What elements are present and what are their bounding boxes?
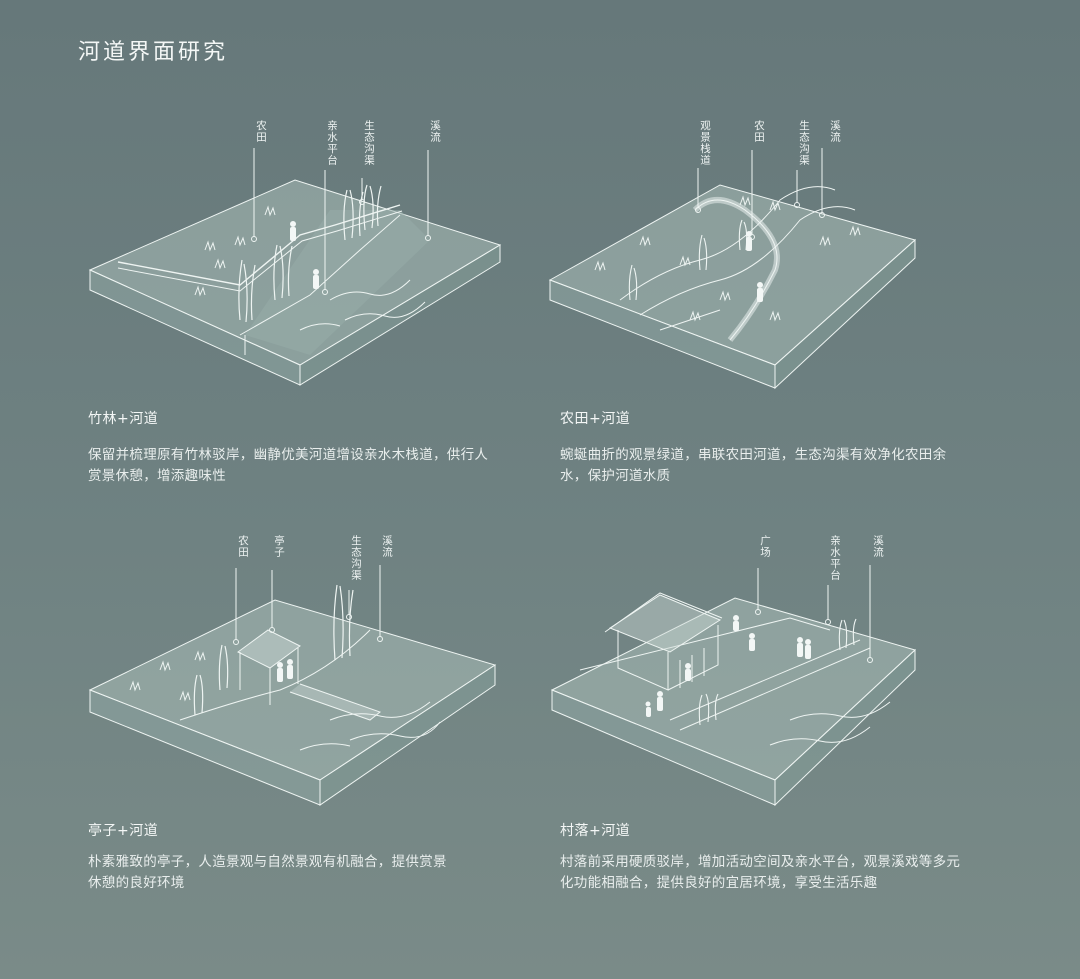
description-line: 休憩的良好环境 xyxy=(88,875,185,891)
description-line: 水，保护河道水质 xyxy=(560,468,671,484)
label-stream: 溪流 xyxy=(429,120,441,143)
label-pavilion: 亭子 xyxy=(273,535,285,558)
description-line: 化功能相融合，提供良好的宜居环境，享受生活乐趣 xyxy=(560,875,878,891)
panel-title: 竹林+河道 xyxy=(88,411,159,427)
description-line: 村落前采用硬质驳岸，增加活动空间及亲水平台，观景溪戏等多元 xyxy=(560,854,961,870)
description-line: 保留并梳理原有竹林驳岸，幽静优美河道增设亲水木栈道，供行人 xyxy=(88,447,489,463)
label-farmland: 农田 xyxy=(237,535,249,558)
label-waterfront-platform: 亲水平台 xyxy=(829,535,841,581)
panel-description: 保留并梳理原有竹林驳岸，幽静优美河道增设亲水木栈道，供行人 赏景休憩，增添趣味性 xyxy=(88,445,528,487)
description-line: 蜿蜒曲折的观景绿道，串联农田河道，生态沟渠有效净化农田余 xyxy=(560,447,947,463)
panel-description: 朴素雅致的亭子，人造景观与自然景观有机融合，提供赏景 休憩的良好环境 xyxy=(88,852,528,894)
description-line: 朴素雅致的亭子，人造景观与自然景观有机融合，提供赏景 xyxy=(88,854,447,870)
panel-bamboo-river: 农田 亲水平台 生态沟渠 溪流 竹林+河道 保留并梳理原有竹林驳岸，幽静优美河道… xyxy=(0,0,540,500)
label-viewing-boardwalk: 观景栈道 xyxy=(699,120,711,166)
diagram-bamboo-river xyxy=(88,148,502,386)
label-stream: 溪流 xyxy=(872,535,884,558)
label-eco-ditch: 生态沟渠 xyxy=(363,120,375,166)
label-farmland: 农田 xyxy=(255,120,267,143)
panel-description: 蜿蜒曲折的观景绿道，串联农田河道，生态沟渠有效净化农田余 水，保护河道水质 xyxy=(560,445,1000,487)
label-plaza: 广场 xyxy=(759,535,771,558)
panel-title: 农田+河道 xyxy=(560,411,631,427)
label-waterfront-platform: 亲水平台 xyxy=(326,120,338,166)
panel-title: 亭子+河道 xyxy=(88,823,159,839)
page-title: 河道界面研究 xyxy=(78,40,229,65)
description-line: 赏景休憩，增添趣味性 xyxy=(88,468,226,484)
panel-title: 村落+河道 xyxy=(560,823,631,839)
label-eco-ditch: 生态沟渠 xyxy=(798,120,810,166)
label-stream: 溪流 xyxy=(381,535,393,558)
label-farmland: 农田 xyxy=(753,120,765,143)
panel-description: 村落前采用硬质驳岸，增加活动空间及亲水平台，观景溪戏等多元 化功能相融合，提供良… xyxy=(560,852,1000,894)
label-eco-ditch: 生态沟渠 xyxy=(350,535,362,581)
label-stream: 溪流 xyxy=(829,120,841,143)
